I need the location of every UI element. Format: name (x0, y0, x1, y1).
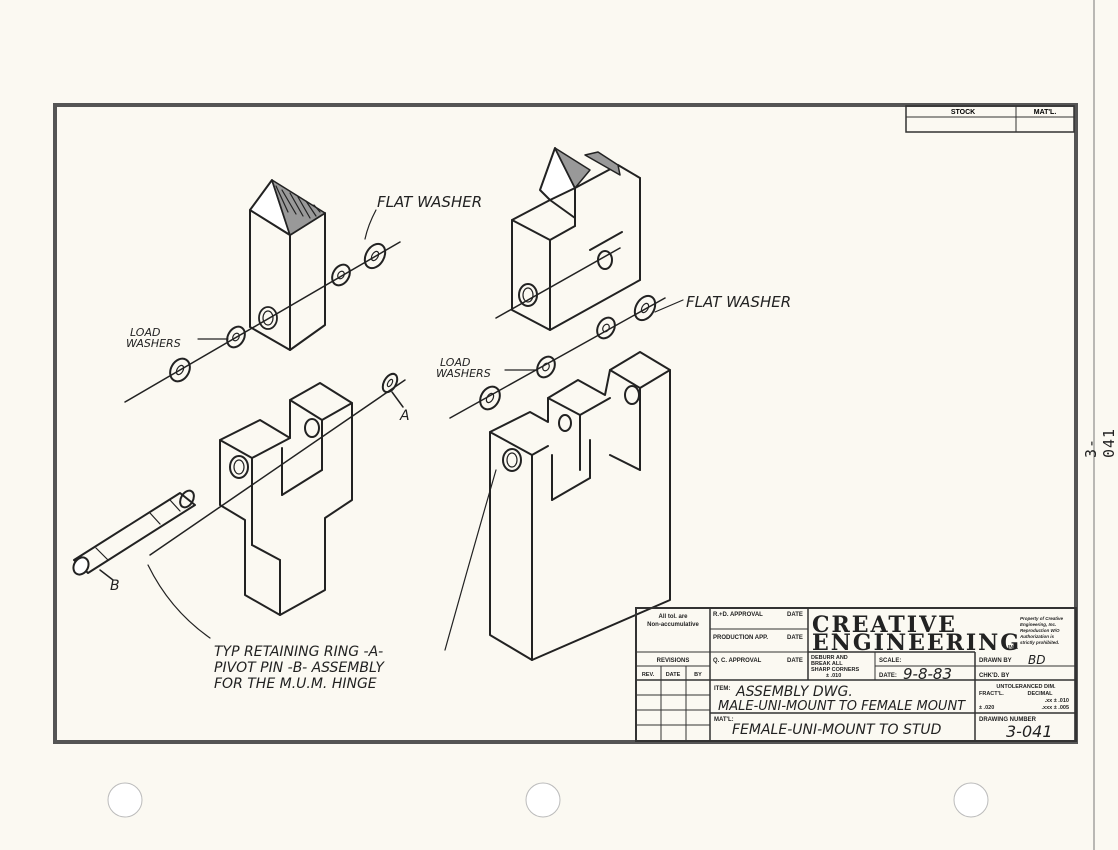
marker-b: B (110, 578, 120, 594)
marker-a: A (399, 408, 410, 424)
note-leader-ring (444, 469, 497, 651)
female-uni-mount-to-stud (489, 351, 671, 661)
male-uni-mount-top (249, 179, 326, 351)
binder-hole-left (107, 782, 143, 818)
note-line-3: FOR THE M.U.M. HINGE (214, 676, 377, 692)
retaining-ring-a (381, 372, 399, 394)
load-washer-right-2 (536, 355, 556, 379)
deburr-2: BREAK ALL (811, 661, 843, 667)
production-app-label: PRODUCTION APP. (713, 635, 768, 641)
tol-frac: ± .020 (979, 705, 994, 711)
drawn-by-label: DRAWN BY (979, 658, 1012, 664)
note-line-2: PIVOT PIN -B- ASSEMBLY (214, 660, 385, 676)
production-app-date-label: DATE (787, 635, 803, 641)
note-leader-pin (147, 564, 211, 639)
note-line-1: TYP RETAINING RING -A- (214, 644, 383, 660)
binder-hole-center (525, 782, 561, 818)
load-washers-right-label-2: WASHERS (436, 367, 491, 380)
flat-washer-right-leader (654, 299, 684, 313)
company-suffix: INC. (1008, 645, 1019, 651)
tolerance-note-1: All tol. are (658, 614, 688, 620)
property-note-3: Reproduction W/O (1020, 628, 1060, 633)
rd-approval-date-label: DATE (787, 612, 803, 618)
marker-b-leader (99, 569, 114, 581)
item-line-1: ASSEMBLY DWG. (735, 684, 853, 700)
flat-washer-right-label: FLAT WASHER (686, 293, 791, 311)
flat-washer-left-label: FLAT WASHER (377, 193, 482, 211)
rev-by-label: BY (694, 672, 702, 678)
title-block (635, 607, 1077, 742)
load-washer-left-1 (331, 263, 351, 287)
company-name-line-1: CREATIVE (812, 612, 957, 638)
fract-label: FRACT'L. (979, 691, 1004, 697)
drawing-number-label: DRAWING NUMBER (979, 717, 1037, 723)
untol-label: UNTOLERANCED DIM. (996, 684, 1056, 690)
load-washer-right-1 (596, 316, 616, 340)
flat-washer-right (633, 294, 657, 322)
pivot-pin-b (72, 489, 196, 576)
tol-xxx: .xxx ± .005 (1042, 705, 1069, 711)
matl-label: MAT'L. (1034, 109, 1057, 116)
axis-line-right-top (495, 247, 621, 319)
flat-washer-left-leader (364, 209, 377, 240)
axis-line-left-bottom (149, 379, 406, 556)
load-washer-left-3 (169, 357, 191, 383)
deburr-1: DEBURR AND (811, 655, 848, 661)
drawing-number: 3-041 (1006, 722, 1053, 741)
marker-a-leader (391, 391, 404, 408)
axis-line-right-mid (449, 297, 666, 419)
side-drawing-number: 3-041 (1082, 427, 1118, 458)
date-value: 9-8-83 (903, 665, 952, 683)
matl-value: FEMALE-UNI-MOUNT TO STUD (732, 722, 942, 738)
decimal-label: DECIMAL (1027, 691, 1053, 697)
load-washer-right-3 (479, 385, 501, 411)
matl-field-label: MAT'L: (714, 717, 734, 723)
rev-date-label: DATE (666, 672, 681, 678)
load-washers-right-label-1: LOAD (440, 356, 470, 369)
deburr-3: SHARP CORNERS (811, 667, 860, 673)
load-washer-left-2 (226, 325, 246, 349)
load-washers-left-label-1: LOAD (130, 326, 160, 339)
drawing-border (53, 103, 1078, 744)
flat-washer-left (363, 242, 387, 270)
rd-approval-label: R.+D. APPROVAL (713, 612, 763, 618)
stock-box: STOCK MAT'L. (905, 105, 1075, 133)
male-uni-mount-top-right (511, 147, 641, 331)
tol-xx: .xx ± .010 (1045, 698, 1069, 704)
revisions-label: REVISIONS (657, 658, 690, 664)
qc-approval-date-label: DATE (787, 658, 803, 664)
rev-label: REV. (642, 672, 655, 678)
binder-hole-right (953, 782, 989, 818)
drawn-by-value: BD (1028, 653, 1045, 667)
deburr-4: ± .010 (826, 673, 841, 679)
qc-approval-label: Q. C. APPROVAL (713, 658, 762, 664)
chkd-by-label: CHK'D. BY (979, 673, 1009, 679)
property-note-4: Authorization is (1019, 634, 1054, 639)
tolerance-note-2: Non-accumulative (647, 622, 699, 628)
scale-label: SCALE: (879, 658, 901, 664)
item-label: ITEM: (714, 686, 730, 692)
company-name-line-2: ENGINEERING (812, 630, 1021, 656)
date-field-label: DATE: (879, 673, 897, 679)
load-washers-left-label-2: WASHERS (126, 337, 181, 350)
item-line-2: MALE-UNI-MOUNT TO FEMALE MOUNT (718, 699, 966, 714)
female-uni-mount-bottom (219, 382, 353, 616)
property-note-1: Property of Creative (1020, 616, 1064, 621)
stock-label: STOCK (951, 109, 975, 116)
axis-line-left-top (124, 241, 401, 403)
property-note-5: strictly prohibited. (1020, 640, 1059, 645)
property-note-2: Engineering, Inc. (1020, 622, 1056, 627)
